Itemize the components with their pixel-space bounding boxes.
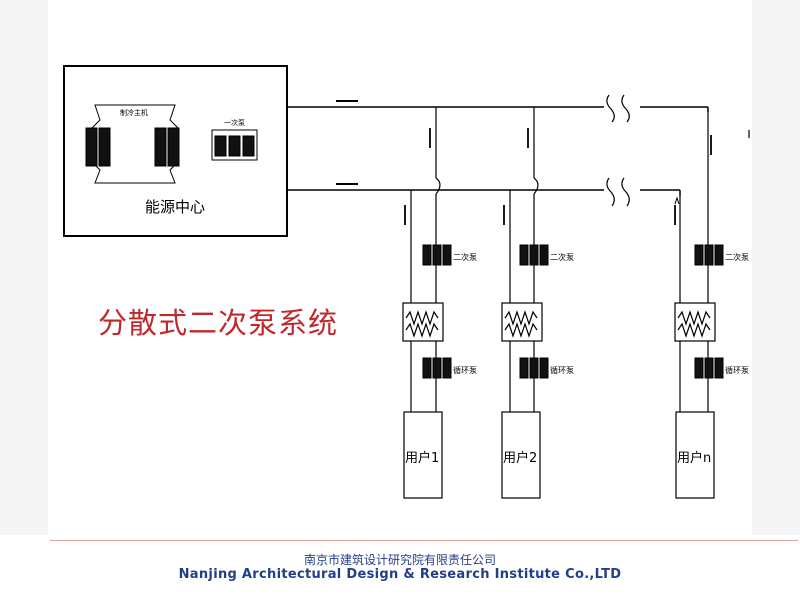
slide-title: 分散式二次泵系统 [98,306,339,340]
heat-exchanger-1 [402,302,444,342]
pump-sets [422,244,724,379]
circulation-pump-label-1: 循环泵 [453,365,477,375]
circulation-pump-1 [422,357,452,379]
heat-exchanger-n [674,302,716,342]
secondary-pump-label-n: 二次泵 [725,252,749,262]
footer-divider [50,540,798,541]
circulation-pump-n [694,357,724,379]
heat-exchanger-2 [501,302,543,342]
chiller-unit-left [85,127,111,167]
left-margin-band [0,0,48,535]
chiller-label: 制冷主机 [120,108,148,117]
user-box-1 [403,411,443,499]
secondary-pump-1 [422,244,452,266]
right-margin-band [752,0,800,535]
pipe-break-return [606,177,630,207]
user-box-2 [501,411,541,499]
system-diagram: 能源中心 制冷主机 一次泵 二次泵 循环泵 用户1 二次泵 循环泵 用户2 二次… [63,65,750,499]
user-label-1: 用户1 [405,450,439,466]
user-box-n [675,411,715,499]
pipe-break-supply [606,94,630,123]
secondary-pump-2 [519,244,549,266]
secondary-pump-label-1: 二次泵 [453,252,477,262]
user-label-2: 用户2 [503,450,537,466]
chiller-unit-right [154,127,180,167]
user-label-n: 用户n [677,450,711,466]
energy-center-label: 能源中心 [145,198,205,216]
primary-pump [211,129,258,161]
secondary-pump-n [694,244,724,266]
circulation-pump-2 [519,357,549,379]
energy-center-box [63,65,288,237]
circulation-pump-label-2: 循环泵 [550,365,574,375]
heat-exchangers [402,302,716,342]
footer-company-en: Nanjing Architectural Design & Research … [178,567,622,582]
circulation-pump-label-n: 循环泵 [725,365,749,375]
secondary-pump-label-2: 二次泵 [550,252,574,262]
primary-pump-label: 一次泵 [224,118,245,127]
user-boxes [403,411,715,499]
footer-company-cn: 南京市建筑设计研究院有限责任公司 [303,553,496,567]
